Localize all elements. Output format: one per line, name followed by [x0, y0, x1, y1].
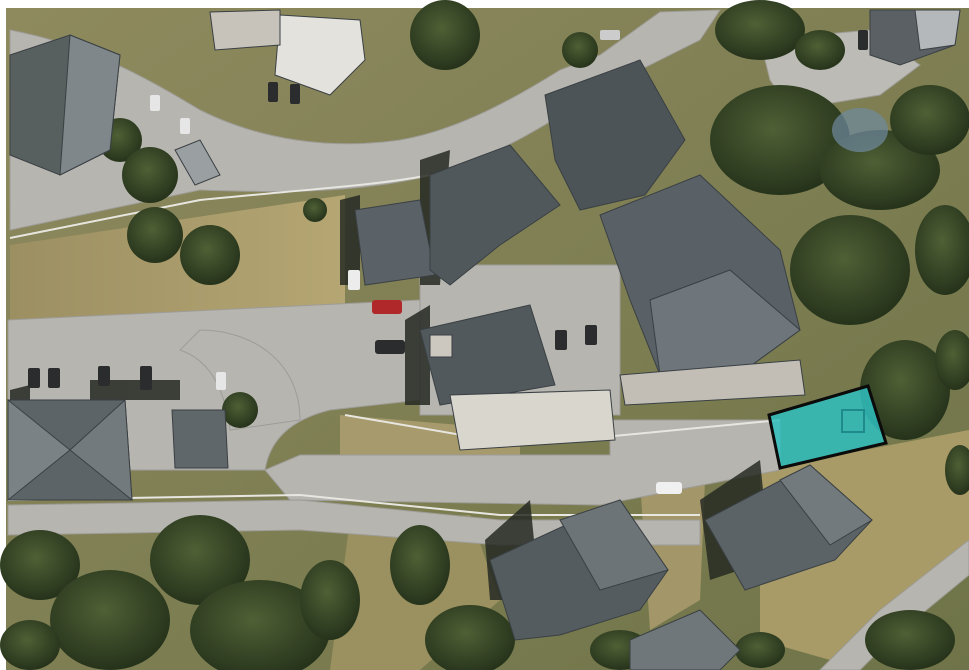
bluish-tree [832, 108, 888, 152]
highlighted-parcel[interactable] [767, 384, 888, 470]
buildings [7, 9, 961, 670]
parcel-structure-outline [841, 409, 865, 433]
parked-cars [28, 30, 868, 494]
